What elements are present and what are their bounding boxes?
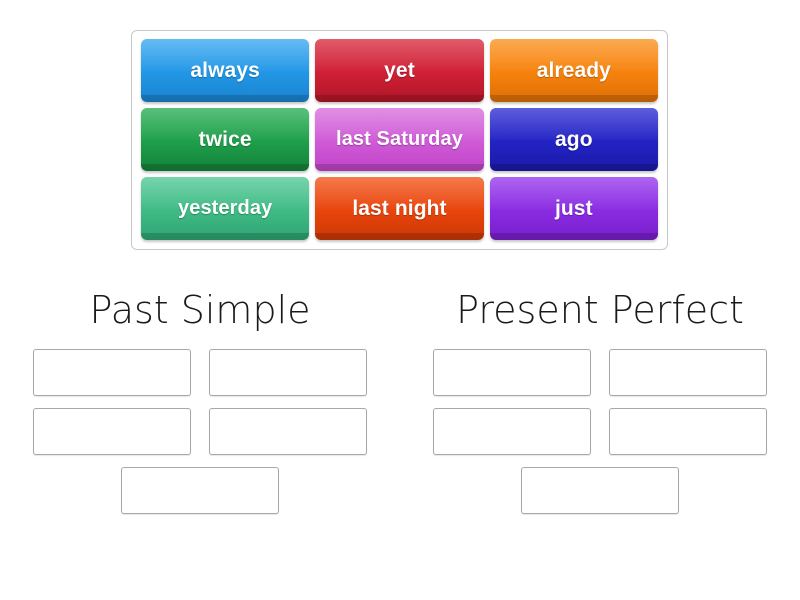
word-tile-label: always	[190, 58, 260, 82]
category-title-past-simple: Past Simple	[89, 288, 311, 332]
word-tile-yesterday[interactable]: yesterday	[141, 177, 310, 240]
word-tile-tray: always yet already twice last Saturday a…	[131, 30, 668, 250]
word-tile-yet[interactable]: yet	[315, 39, 484, 102]
word-tile-label: already	[536, 58, 611, 82]
drop-slot-row	[30, 349, 370, 396]
word-tile-always[interactable]: always	[141, 39, 310, 102]
category-title-present-perfect: Present Perfect	[456, 288, 744, 332]
category-column-past-simple: Past Simple	[0, 285, 400, 514]
tile-row: twice last Saturday ago	[138, 106, 661, 174]
drop-slot-grid-past-simple	[0, 349, 400, 514]
word-tile-label: twice	[198, 127, 252, 151]
word-tile-twice[interactable]: twice	[141, 108, 310, 171]
word-tile-last-night[interactable]: last night	[315, 177, 484, 240]
word-tile-label: just	[554, 196, 593, 220]
word-tile-already[interactable]: already	[489, 39, 658, 102]
word-tile-label: last night	[352, 196, 447, 220]
drop-slot-row	[430, 467, 770, 514]
drop-slot[interactable]	[433, 408, 591, 455]
tile-row: yesterday last night just	[138, 175, 661, 243]
word-tile-label: ago	[555, 127, 593, 151]
tile-row: always yet already	[138, 37, 661, 105]
drop-slot[interactable]	[433, 349, 591, 396]
drop-slot-row	[430, 408, 770, 455]
word-tile-last-saturday[interactable]: last Saturday	[315, 108, 484, 171]
drop-slot[interactable]	[121, 467, 279, 514]
word-tile-just[interactable]: just	[489, 177, 658, 240]
category-column-present-perfect: Present Perfect	[400, 285, 800, 514]
drop-slot[interactable]	[33, 349, 191, 396]
drop-slot[interactable]	[33, 408, 191, 455]
word-tile-label: yet	[384, 58, 415, 82]
drop-slot-row	[430, 349, 770, 396]
drop-slot[interactable]	[521, 467, 679, 514]
drop-slot[interactable]	[209, 349, 367, 396]
drop-slot-grid-present-perfect	[400, 349, 800, 514]
word-tile-label: yesterday	[178, 197, 273, 219]
drop-slot[interactable]	[609, 408, 767, 455]
word-tile-label: last Saturday	[336, 128, 463, 150]
drop-slot[interactable]	[209, 408, 367, 455]
drop-slot[interactable]	[609, 349, 767, 396]
word-tile-ago[interactable]: ago	[489, 108, 658, 171]
drop-slot-row	[30, 408, 370, 455]
drop-slot-row	[30, 467, 370, 514]
